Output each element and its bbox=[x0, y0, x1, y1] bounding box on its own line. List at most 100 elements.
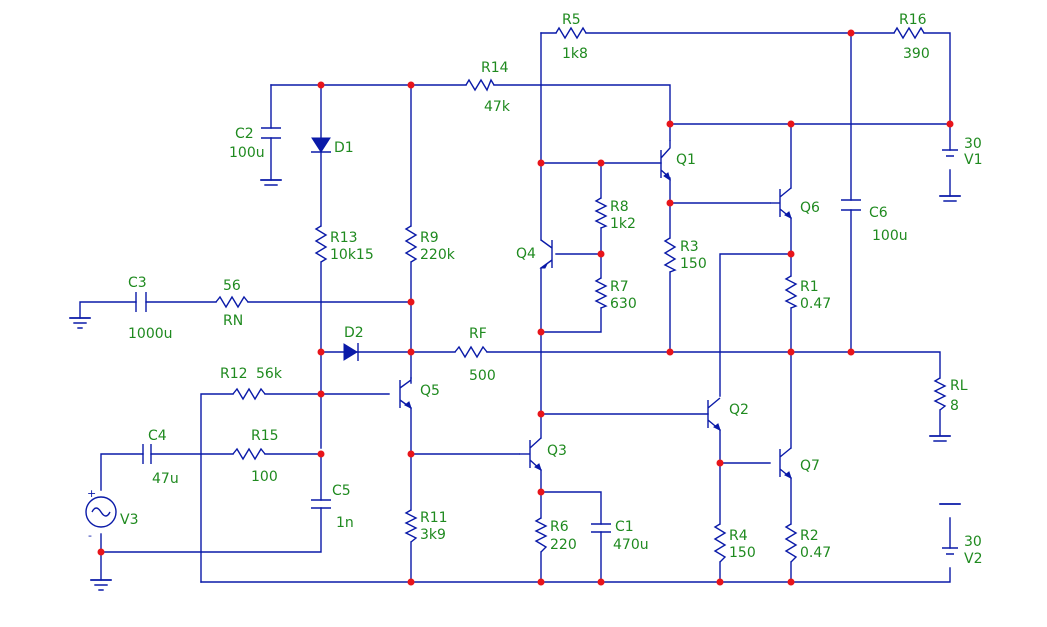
value-c5: 1n bbox=[336, 515, 354, 531]
label-rf: RF bbox=[469, 326, 487, 342]
resistor-r2 bbox=[784, 523, 798, 563]
label-c4: C4 bbox=[148, 428, 167, 444]
resistors bbox=[215, 26, 947, 563]
label-q4: Q4 bbox=[516, 246, 536, 262]
value-rf: 500 bbox=[469, 368, 496, 384]
capacitor-c5 bbox=[311, 499, 331, 509]
resistor-r4 bbox=[713, 523, 727, 563]
label-rn: RN bbox=[223, 313, 243, 329]
label-c6: C6 bbox=[869, 205, 888, 221]
resistor-r11 bbox=[404, 509, 418, 543]
component-labels: R5 1k8 R16 390 R14 47k C2 100u D1 R13 10… bbox=[87, 12, 982, 567]
label-rl: RL bbox=[950, 378, 968, 394]
label-r4: R4 bbox=[729, 528, 748, 544]
label-q2: Q2 bbox=[729, 402, 749, 418]
transistor-q3 bbox=[519, 437, 542, 471]
resistor-r13 bbox=[314, 225, 328, 263]
label-r7: R7 bbox=[610, 279, 629, 295]
sources bbox=[85, 149, 958, 555]
resistor-rl bbox=[933, 377, 947, 411]
label-q7: Q7 bbox=[800, 458, 820, 474]
value-rl: 8 bbox=[950, 398, 959, 414]
wires bbox=[69, 32, 961, 583]
label-v3: V3 bbox=[120, 512, 138, 528]
label-d2: D2 bbox=[344, 325, 364, 341]
resistor-r1 bbox=[784, 275, 798, 309]
value-r16: 390 bbox=[903, 46, 930, 62]
label-q6: Q6 bbox=[800, 200, 820, 216]
value-v1: 30 bbox=[964, 136, 982, 152]
transistor-q7 bbox=[779, 447, 792, 479]
value-r1: 0.47 bbox=[800, 296, 831, 312]
ground-v3 bbox=[90, 579, 112, 591]
resistor-r3 bbox=[663, 237, 677, 273]
value-c2: 100u bbox=[229, 145, 265, 161]
source-v3 bbox=[85, 496, 117, 528]
label-r8: R8 bbox=[610, 199, 629, 215]
ground-c2 bbox=[260, 179, 282, 186]
label-r5: R5 bbox=[562, 12, 581, 28]
value-v2: 30 bbox=[964, 534, 982, 550]
polarity-minus: - bbox=[88, 529, 92, 542]
capacitor-c2 bbox=[261, 127, 281, 139]
capacitors bbox=[135, 127, 861, 533]
value-r3: 150 bbox=[680, 256, 707, 272]
capacitor-c6 bbox=[841, 199, 861, 211]
capacitor-c1 bbox=[591, 523, 611, 533]
label-r2: R2 bbox=[800, 528, 819, 544]
label-c2: C2 bbox=[235, 126, 254, 142]
value-c6: 100u bbox=[872, 228, 908, 244]
label-q1: Q1 bbox=[676, 152, 696, 168]
ground-rl bbox=[929, 435, 951, 442]
transistor-q1 bbox=[660, 140, 671, 182]
label-r1: R1 bbox=[800, 279, 819, 295]
label-r15: R15 bbox=[251, 428, 279, 444]
value-c1: 470u bbox=[613, 537, 649, 553]
battery-v1 bbox=[942, 149, 958, 157]
value-r15: 100 bbox=[251, 469, 278, 485]
resistor-r15 bbox=[232, 447, 266, 461]
capacitor-c3 bbox=[135, 292, 147, 312]
resistor-r12 bbox=[232, 387, 266, 401]
junction-dots bbox=[97, 29, 954, 586]
value-r7: 630 bbox=[610, 296, 637, 312]
resistor-r14 bbox=[465, 78, 495, 92]
value-r13: 10k15 bbox=[330, 247, 374, 263]
value-r11: 3k9 bbox=[420, 527, 446, 543]
value-c4: 47u bbox=[152, 471, 179, 487]
label-d1: D1 bbox=[334, 140, 354, 156]
value-c3: 1000u bbox=[128, 326, 173, 342]
capacitor-c4 bbox=[142, 444, 152, 464]
battery-v2 bbox=[942, 547, 958, 555]
label-r13: R13 bbox=[330, 230, 358, 246]
label-c5: C5 bbox=[332, 483, 351, 499]
label-c3: C3 bbox=[128, 275, 147, 291]
transistor-q5 bbox=[399, 379, 412, 409]
label-q5: Q5 bbox=[420, 383, 440, 399]
ground-c3 bbox=[69, 317, 91, 329]
transistor-q4 bbox=[539, 239, 553, 269]
label-v1: V1 bbox=[964, 152, 982, 168]
label-r16: R16 bbox=[899, 12, 927, 28]
value-r12: 56k bbox=[256, 366, 283, 382]
resistor-r5 bbox=[555, 26, 587, 40]
transistors bbox=[399, 140, 792, 479]
label-r14: R14 bbox=[481, 60, 509, 76]
label-c1: C1 bbox=[615, 519, 634, 535]
resistor-r7 bbox=[594, 277, 608, 309]
polarity-plus: + bbox=[87, 487, 96, 500]
resistor-rn bbox=[215, 295, 249, 309]
diode-d2 bbox=[343, 343, 359, 361]
resistor-r9 bbox=[404, 225, 418, 263]
label-r9: R9 bbox=[420, 230, 439, 246]
value-r5: 1k8 bbox=[562, 46, 588, 62]
value-r14: 47k bbox=[484, 99, 511, 115]
label-v2: V2 bbox=[964, 551, 982, 567]
label-r6: R6 bbox=[550, 519, 569, 535]
value-r4: 150 bbox=[729, 545, 756, 561]
diodes bbox=[311, 137, 359, 361]
ground-v1 bbox=[939, 195, 961, 202]
value-r9: 220k bbox=[420, 247, 456, 263]
diode-d1 bbox=[311, 137, 331, 153]
